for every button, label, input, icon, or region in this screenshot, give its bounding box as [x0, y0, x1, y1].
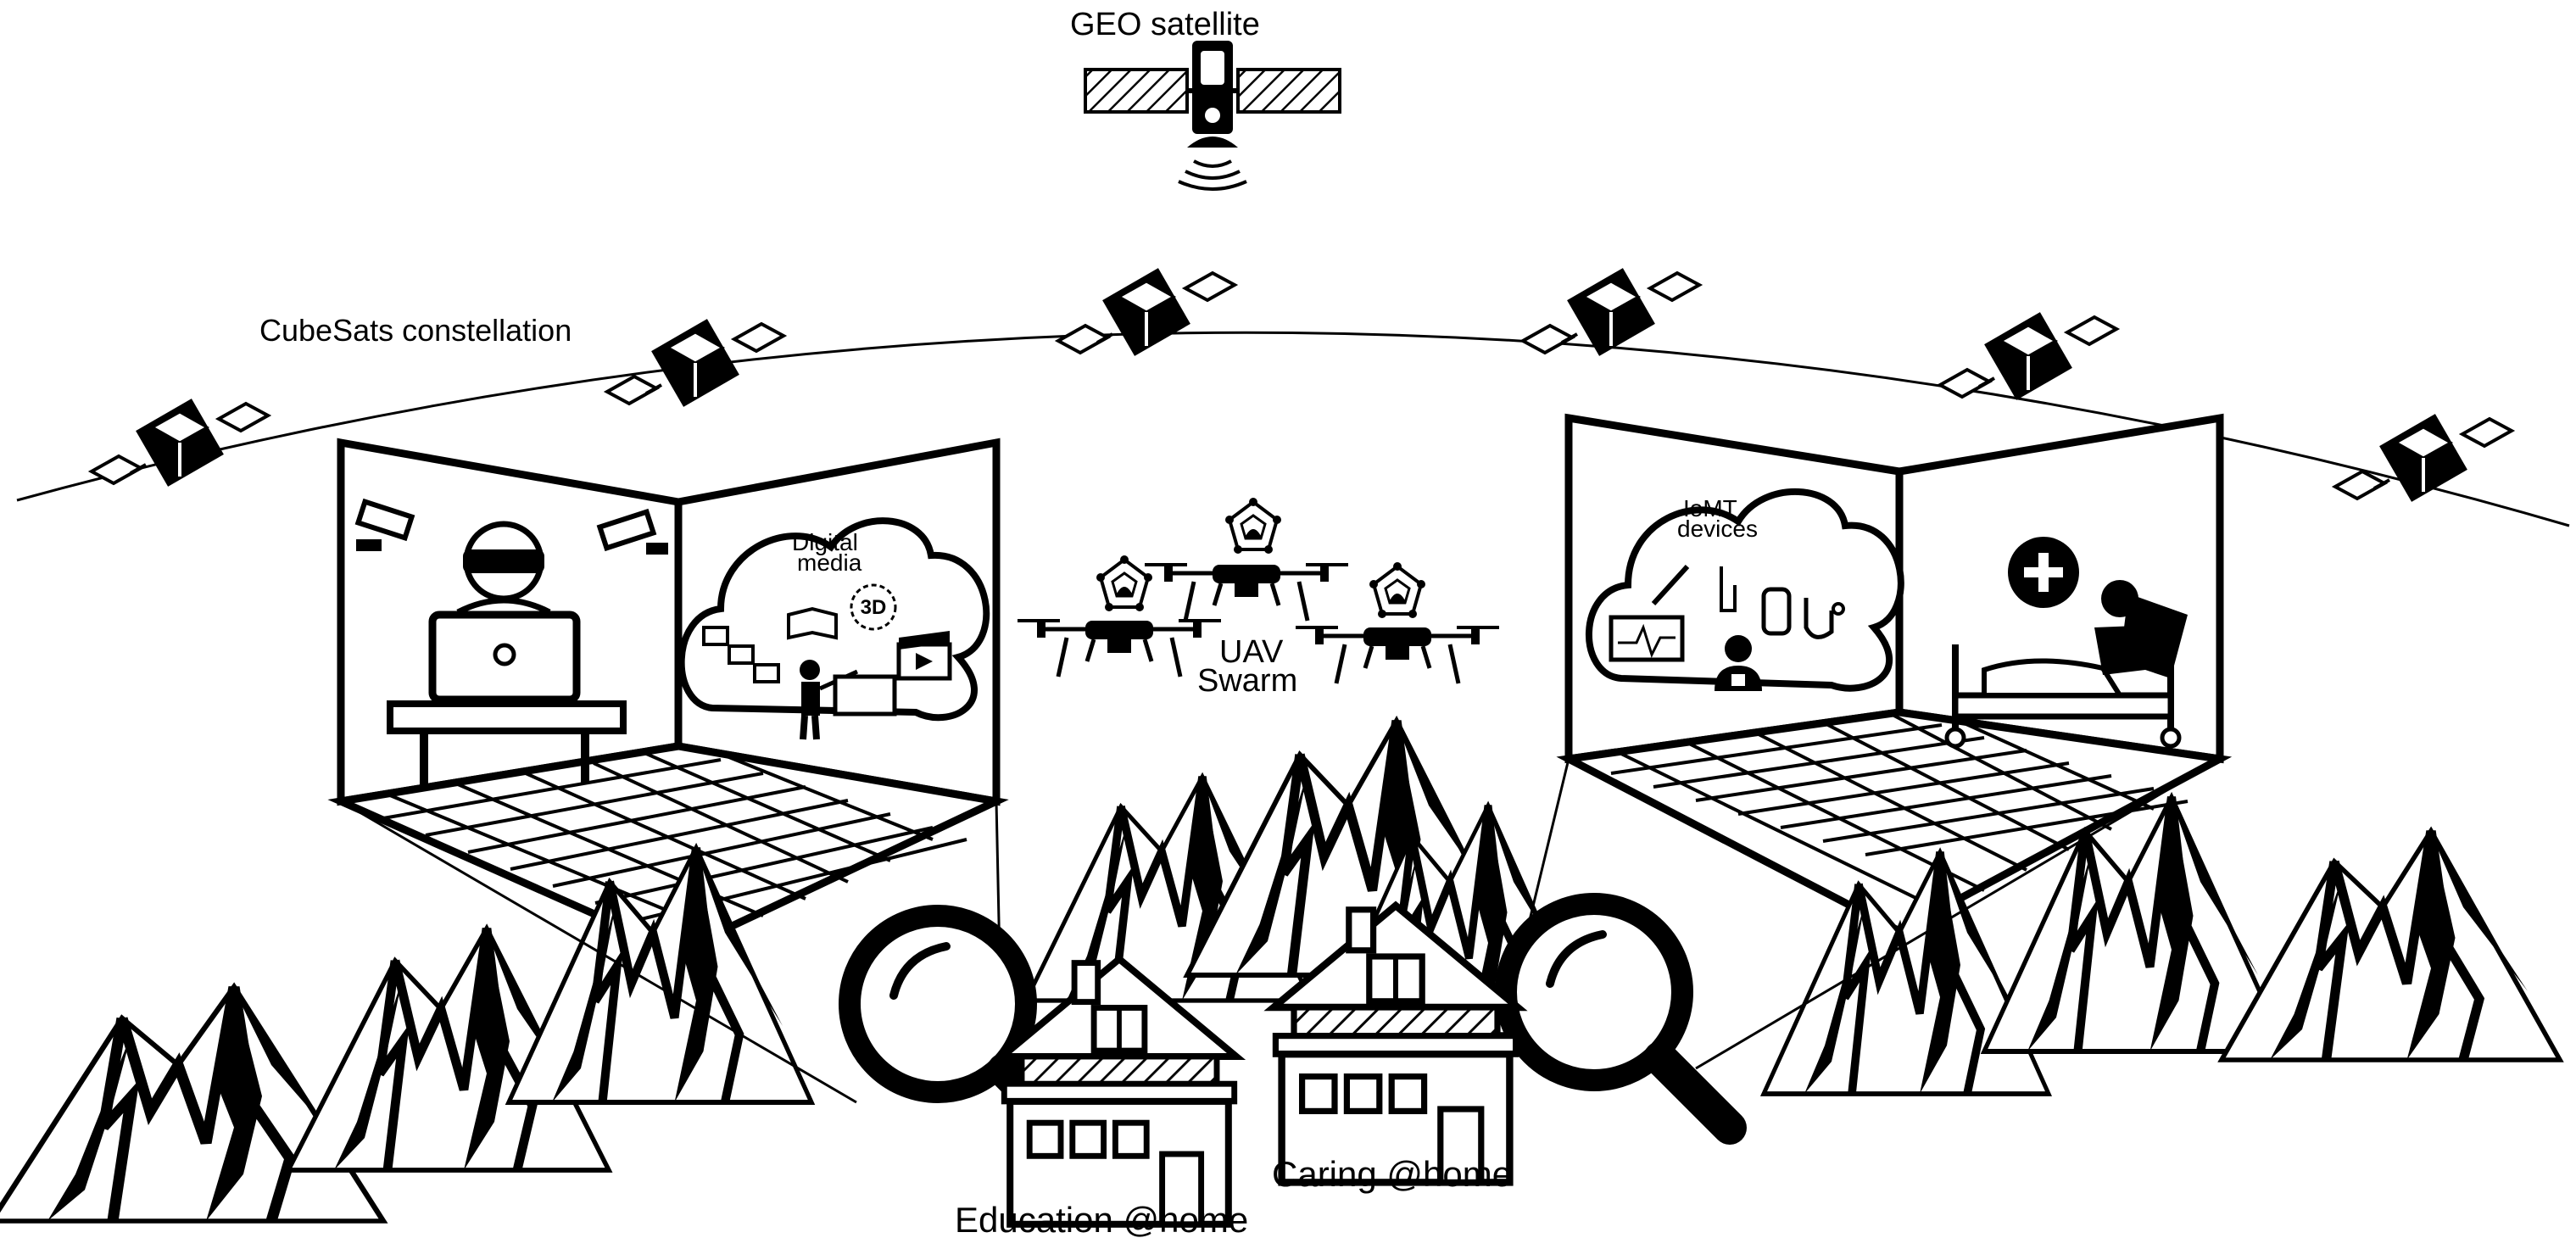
network-icon	[702, 626, 780, 683]
caring-home-label: Caring @home	[1272, 1154, 1513, 1194]
video-icon	[896, 631, 952, 681]
security-camera-icon	[596, 508, 668, 555]
sensor-node-icon	[1224, 496, 1283, 555]
iomt-label: IoMT	[1683, 495, 1737, 521]
education-home-label: Education @home	[955, 1200, 1249, 1240]
patient-icon	[2094, 580, 2145, 675]
cubesat-icon	[90, 397, 270, 488]
geo-satellite-label: GEO satellite	[1070, 7, 1260, 42]
drone-icon	[1296, 626, 1499, 683]
laptop-icon	[428, 611, 581, 704]
swarm-label: Swarm	[1197, 663, 1298, 699]
devices-label: devices	[1677, 516, 1758, 542]
syringe-icon	[1651, 564, 1690, 606]
glucometer-icon	[1761, 587, 1792, 636]
book-icon	[787, 606, 838, 640]
doctor-icon	[1715, 635, 1762, 691]
cubesats-constellation-label: CubeSats constellation	[259, 313, 572, 348]
cubesat-icon	[1521, 266, 1701, 358]
uav-label: UAV	[1219, 634, 1284, 670]
sensor-node-icon	[1095, 554, 1154, 613]
healthcare-room	[1556, 413, 2233, 936]
desk-icon	[387, 700, 627, 734]
cubesat-icon	[2333, 412, 2513, 504]
sensor-node-icon	[1368, 560, 1427, 620]
cubesat-icon	[605, 317, 785, 409]
3d-label: 3D	[861, 596, 887, 619]
stethoscope-icon	[1804, 598, 1834, 639]
media-label: media	[797, 549, 862, 576]
digital-label: Digital	[792, 529, 858, 555]
3d-icon	[850, 583, 897, 631]
cubesat-icon	[1057, 266, 1236, 358]
education-room: 3D	[327, 438, 1009, 956]
teacher-icon	[800, 660, 897, 740]
security-camera-icon	[354, 498, 415, 551]
geo-satellite-icon	[1084, 41, 1341, 191]
finger-prick-icon	[1720, 566, 1737, 612]
drone-icon	[1018, 619, 1221, 677]
drone-icon	[1145, 563, 1348, 621]
cubesat-icon	[1938, 310, 2118, 402]
magnifier-icon	[1506, 904, 1730, 1128]
